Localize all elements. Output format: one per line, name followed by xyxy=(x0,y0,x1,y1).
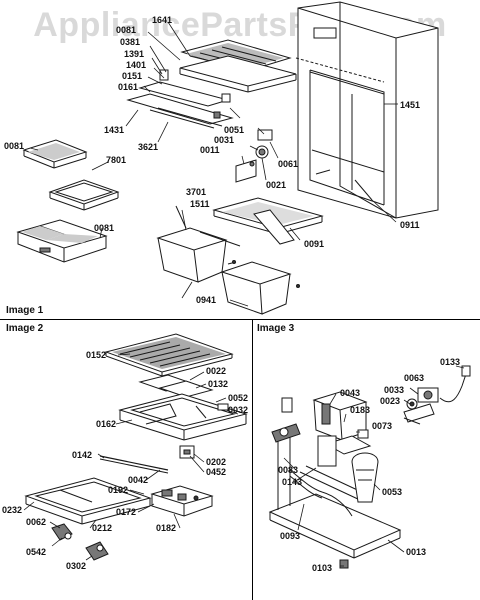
part-label: 0081 xyxy=(4,141,25,151)
part-label: 0053 xyxy=(382,487,403,497)
leader-lines-image3 xyxy=(284,366,464,566)
part-label: 0081 xyxy=(94,223,115,233)
part-label: 0452 xyxy=(206,467,227,477)
part-label: 0011 xyxy=(200,145,220,155)
horizontal-divider xyxy=(0,319,480,320)
part-label: 0031 xyxy=(214,135,235,145)
part-label: 0133 xyxy=(440,357,461,367)
pans-image1 xyxy=(158,198,322,314)
part-label: 0142 xyxy=(72,450,93,460)
fridge-cabinet xyxy=(296,2,438,218)
control-assembly-image3 xyxy=(270,366,470,568)
part-label: 1451 xyxy=(400,100,421,110)
part-label: 0302 xyxy=(66,561,87,571)
part-label: 0132 xyxy=(208,379,229,389)
part-label: 0151 xyxy=(122,71,143,81)
leader-lines-image2 xyxy=(24,354,238,560)
part-label: 0093 xyxy=(280,531,301,541)
leader-lines-image1 xyxy=(30,22,398,306)
part-label: 0202 xyxy=(206,457,227,467)
part-label: 0022 xyxy=(206,366,227,376)
part-label: 0032 xyxy=(228,405,249,415)
section-caption-image1: Image 1 xyxy=(6,305,44,316)
part-label: 0232 xyxy=(2,505,23,515)
shelf-assembly-image2 xyxy=(26,334,246,560)
part-label: 0021 xyxy=(266,180,287,190)
part-label: 0103 xyxy=(312,563,333,573)
shelf-assembly-image1 xyxy=(128,40,296,128)
part-label: 0143 xyxy=(282,477,303,487)
part-label: 0381 xyxy=(120,37,141,47)
control-parts-image1 xyxy=(236,130,272,182)
part-label: 7801 xyxy=(106,155,127,165)
section-caption-image2: Image 2 xyxy=(6,323,44,334)
vertical-divider xyxy=(252,319,253,600)
part-label: 0043 xyxy=(340,388,361,398)
part-label: 0161 xyxy=(118,82,139,92)
part-label: 0023 xyxy=(380,396,401,406)
part-label: 0042 xyxy=(128,475,149,485)
part-label: 0073 xyxy=(372,421,393,431)
part-label: 0212 xyxy=(92,523,113,533)
part-label: 0091 xyxy=(304,239,325,249)
part-label: 1641 xyxy=(152,15,173,25)
part-label: 0162 xyxy=(96,419,117,429)
part-label: 1401 xyxy=(126,60,147,70)
part-label: 1391 xyxy=(124,49,145,59)
part-label: 0062 xyxy=(26,517,47,527)
crisper-parts-image1 xyxy=(18,140,118,262)
part-label: 0183 xyxy=(350,405,371,415)
part-label: 0941 xyxy=(196,295,217,305)
part-label: 0542 xyxy=(26,547,47,557)
part-label: 3701 xyxy=(186,187,207,197)
part-label: 0063 xyxy=(404,373,425,383)
part-label: 0911 xyxy=(400,220,420,230)
part-label: 0033 xyxy=(384,385,405,395)
section-caption-image3: Image 3 xyxy=(257,323,295,334)
part-label: 0081 xyxy=(116,25,137,35)
part-label: 0013 xyxy=(406,547,427,557)
part-label: 0152 xyxy=(86,350,107,360)
part-label: 1431 xyxy=(104,125,125,135)
part-label: 1511 xyxy=(190,199,210,209)
part-label: 0083 xyxy=(278,465,299,475)
part-label: 0182 xyxy=(156,523,177,533)
part-label: 0172 xyxy=(116,507,137,517)
part-label: 0052 xyxy=(228,393,249,403)
part-label: 0051 xyxy=(224,125,245,135)
part-label: 0061 xyxy=(278,159,299,169)
part-label: 0192 xyxy=(108,485,129,495)
part-label: 3621 xyxy=(138,142,159,152)
